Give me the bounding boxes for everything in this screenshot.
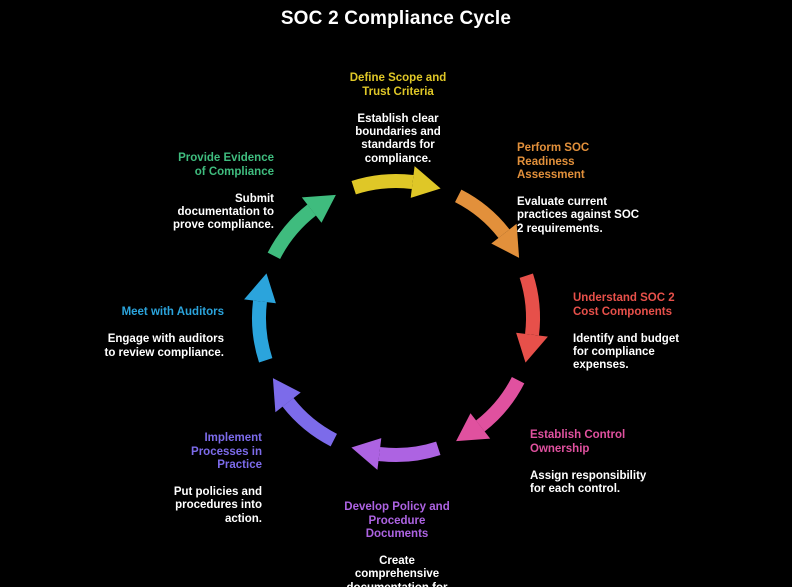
- arrow-band-meet-with-auditors: [251, 300, 273, 363]
- step-description: Assign responsibility for each control.: [530, 469, 647, 496]
- arrow-band-establish-control-ownership: [475, 376, 525, 432]
- arrow-head-develop-policy-and-procedure-documents: [351, 438, 382, 470]
- step-description: Evaluate current practices against SOC 2…: [517, 196, 640, 235]
- arrow-head-establish-control-ownership: [456, 413, 491, 442]
- step-heading: Understand SOC 2 Cost Components: [573, 292, 675, 318]
- step-perform-soc-readiness-assessment: Perform SOC Readiness Assessment Evaluat…: [517, 129, 657, 250]
- step-description: Put policies and procedures into action.: [173, 486, 262, 525]
- arrow-band-define-scope-and-trust-criteria: [351, 173, 414, 195]
- step-understand-soc-2-cost-components: Understand SOC 2 Cost Components Identif…: [573, 279, 728, 386]
- step-description: Submit documentation to prove compliance…: [173, 192, 274, 232]
- arrow-head-perform-soc-readiness-assessment: [491, 223, 520, 258]
- arrow-head-understand-soc-2-cost-components: [516, 332, 548, 363]
- step-heading: Develop Policy and Procedure Documents: [344, 501, 450, 541]
- step-heading: Implement Processes in Practice: [191, 432, 262, 472]
- step-heading: Establish Control Ownership: [530, 429, 626, 455]
- step-implement-processes-in-practice: Implement Processes in Practice Put poli…: [122, 419, 262, 540]
- arrow-head-define-scope-and-trust-criteria: [410, 166, 441, 198]
- step-description: Create comprehensive documentation for c…: [347, 555, 448, 587]
- step-description: Identify and budget for compliance expen…: [573, 332, 680, 372]
- step-establish-control-ownership: Establish Control Ownership Assign respo…: [530, 416, 685, 510]
- step-heading: Perform SOC Readiness Assessment: [517, 142, 590, 182]
- step-develop-policy-and-procedure-documents: Develop Policy and Procedure Documents C…: [317, 488, 477, 587]
- arrow-band-implement-processes-in-practice: [282, 397, 338, 447]
- arrow-band-provide-evidence-of-compliance: [267, 204, 317, 260]
- arrow-band-perform-soc-readiness-assessment: [454, 189, 510, 239]
- page-title: SOC 2 Compliance Cycle: [280, 8, 512, 29]
- arrow-band-develop-policy-and-procedure-documents: [378, 441, 441, 463]
- step-description: Engage with auditors to review complianc…: [104, 333, 224, 359]
- arrow-head-meet-with-auditors: [244, 273, 276, 304]
- arrow-band-understand-soc-2-cost-components: [519, 273, 541, 336]
- step-define-scope-and-trust-criteria: Define Scope and Trust Criteria Establis…: [318, 59, 478, 180]
- arrow-head-implement-processes-in-practice: [272, 378, 301, 413]
- step-heading: Meet with Auditors: [121, 306, 224, 319]
- step-heading: Provide Evidence of Compliance: [178, 152, 274, 178]
- arrow-head-provide-evidence-of-compliance: [301, 194, 336, 223]
- step-description: Establish clear boundaries and standards…: [355, 112, 441, 165]
- step-heading: Define Scope and Trust Criteria: [349, 72, 447, 98]
- step-provide-evidence-of-compliance: Provide Evidence of Compliance Submit do…: [114, 139, 274, 246]
- step-meet-with-auditors: Meet with Auditors Engage with auditors …: [49, 293, 224, 373]
